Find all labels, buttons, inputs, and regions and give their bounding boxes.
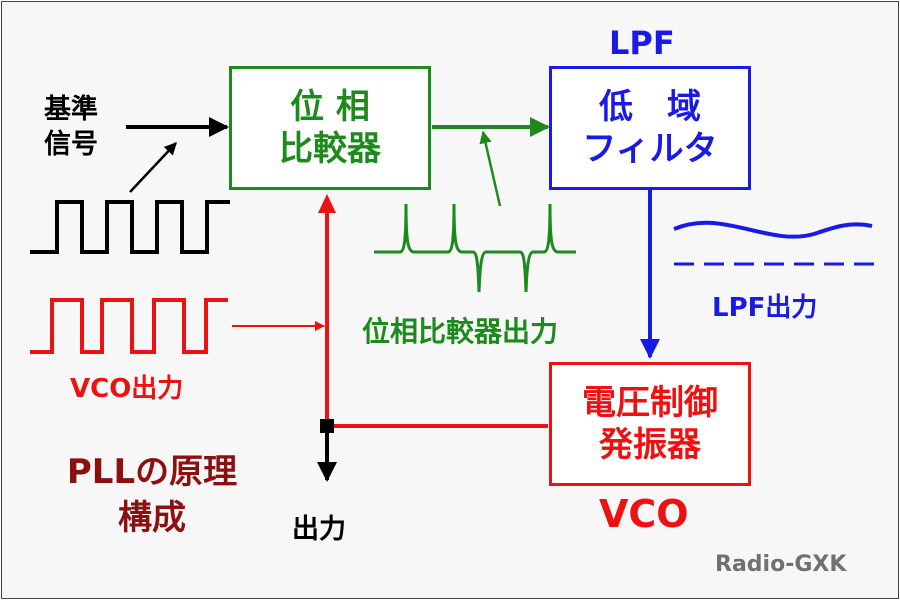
reference-signal-line1: 基準: [44, 94, 98, 125]
credit-label: Radio-GXK: [715, 552, 847, 577]
vco-feedback-arrowhead: [318, 194, 336, 213]
lpf-block: 低 域 フィルタ: [549, 66, 751, 190]
vco-output-label: VCO出力: [70, 374, 184, 404]
vco-label: VCO: [599, 492, 689, 536]
vco-waveform: [30, 298, 228, 354]
reference-waveform: [30, 200, 230, 254]
comparator-output-waveform: [374, 203, 576, 293]
output-junction: [320, 419, 334, 433]
reference-signal-label: 基準 信号: [44, 92, 98, 162]
diagram-title-line2: 構成: [118, 497, 186, 538]
vco-block: 電圧制御 発振器: [549, 362, 751, 486]
lpf-line2: フィルタ: [582, 129, 718, 169]
lpf-output-label: LPF出力: [712, 293, 818, 323]
reference-pointer-arrow: [129, 142, 177, 193]
lpf-output-wave: [673, 220, 873, 239]
lpf-label: LPF: [609, 24, 675, 62]
phase-comparator-line1: 位 相: [290, 86, 370, 127]
lpf-line1: 低 域: [599, 86, 701, 127]
vco-line1: 電圧制御: [582, 382, 718, 423]
diagram-title-line1: PLLの原理: [66, 452, 238, 492]
reference-signal-line2: 信号: [44, 129, 98, 161]
phase-comparator-block: 位 相 比較器: [229, 66, 431, 190]
output-label: 出力: [292, 514, 346, 545]
diagram-title: PLLの原理 構成: [42, 450, 262, 542]
phase-comparator-output-label: 位相比較器出力: [362, 315, 559, 348]
vco-line2: 発振器: [599, 425, 701, 465]
phase-comparator-line2: 比較器: [279, 129, 381, 169]
comparator-pointer-arrow: [479, 130, 502, 207]
